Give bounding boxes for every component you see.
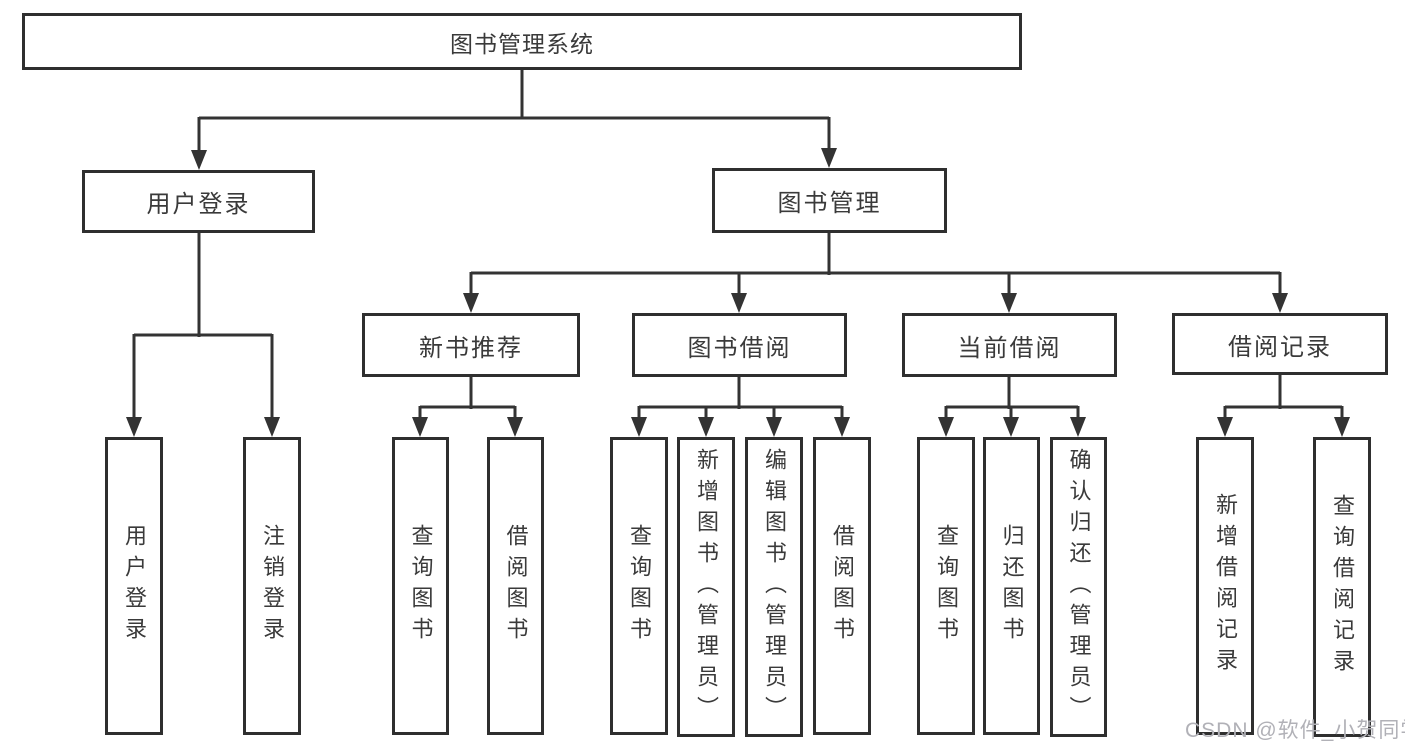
node-label: 用户登录 xyxy=(146,191,251,218)
leaf-borrow-book-1: 借阅图书 xyxy=(487,437,544,735)
leaf-query-book-3: 查询图书 xyxy=(917,437,975,735)
node-label: 图书管理系统 xyxy=(450,30,594,57)
leaf-logout: 注销登录 xyxy=(243,437,301,735)
node-root-library-system: 图书管理系统 xyxy=(22,13,1022,70)
csdn-watermark: CSDN @软件_小贺同学 xyxy=(1185,719,1405,742)
connector-current-borrow-children xyxy=(944,377,1080,419)
node-label: 查询借阅记录 xyxy=(1330,494,1355,680)
arrowheads-book-management-children xyxy=(463,293,1288,313)
arrowheads-current-borrow-children xyxy=(938,417,1086,437)
node-label: 图书管理 xyxy=(777,190,882,217)
arrowheads-user-login-children xyxy=(126,417,280,437)
connector-book-borrow-children xyxy=(637,377,844,419)
leaf-borrow-book-2: 借阅图书 xyxy=(813,437,871,735)
node-label: 借阅图书 xyxy=(830,524,855,648)
node-book-borrow: 图书借阅 xyxy=(632,313,847,377)
leaf-add-book-admin: 新增图书（管理员） xyxy=(677,437,735,737)
node-label: 确认归还（管理员） xyxy=(1066,447,1092,727)
node-label: 图书借阅 xyxy=(687,334,792,362)
arrowheads-borrow-record-children xyxy=(1217,417,1350,437)
connector-book-management-children xyxy=(469,233,1282,295)
leaf-return-book: 归还图书 xyxy=(983,437,1040,735)
node-new-book-recommend: 新书推荐 xyxy=(362,313,580,377)
node-label: 归还图书 xyxy=(999,524,1025,648)
node-label: 新增图书（管理员） xyxy=(694,447,719,727)
node-label: 用户登录 xyxy=(122,524,147,648)
node-label: 查询图书 xyxy=(934,524,959,648)
node-book-management: 图书管理 xyxy=(712,168,947,233)
node-current-borrow: 当前借阅 xyxy=(902,313,1117,377)
node-label: 新书推荐 xyxy=(419,334,523,362)
arrowheads-new-book-recommend-children xyxy=(412,417,523,437)
node-label: 借阅图书 xyxy=(503,524,529,648)
node-label: 借阅记录 xyxy=(1228,333,1332,361)
leaf-confirm-return-admin: 确认归还（管理员） xyxy=(1050,437,1107,737)
arrowheads-level2 xyxy=(191,148,837,170)
node-label: 查询图书 xyxy=(408,524,434,648)
connector-user-login-children xyxy=(132,233,274,419)
node-borrow-record: 借阅记录 xyxy=(1172,313,1388,375)
node-label: 注销登录 xyxy=(260,524,285,648)
node-label: 新增借阅记录 xyxy=(1213,493,1238,679)
leaf-user-login: 用户登录 xyxy=(105,437,163,735)
node-label: 编辑图书（管理员） xyxy=(762,447,787,727)
connector-borrow-record-children xyxy=(1223,375,1344,419)
leaf-query-book-2: 查询图书 xyxy=(610,437,668,735)
node-label: 当前借阅 xyxy=(957,334,1062,362)
node-label: 查询图书 xyxy=(627,524,652,648)
connector-new-book-recommend-children xyxy=(418,377,517,419)
connector-root-to-level2 xyxy=(197,68,831,152)
arrowheads-book-borrow-children xyxy=(631,417,850,437)
leaf-edit-book-admin: 编辑图书（管理员） xyxy=(745,437,803,737)
leaf-query-book-1: 查询图书 xyxy=(392,437,449,735)
node-user-login: 用户登录 xyxy=(82,170,315,233)
leaf-query-borrow-record: 查询借阅记录 xyxy=(1313,437,1371,737)
leaf-add-borrow-record: 新增借阅记录 xyxy=(1196,437,1254,735)
